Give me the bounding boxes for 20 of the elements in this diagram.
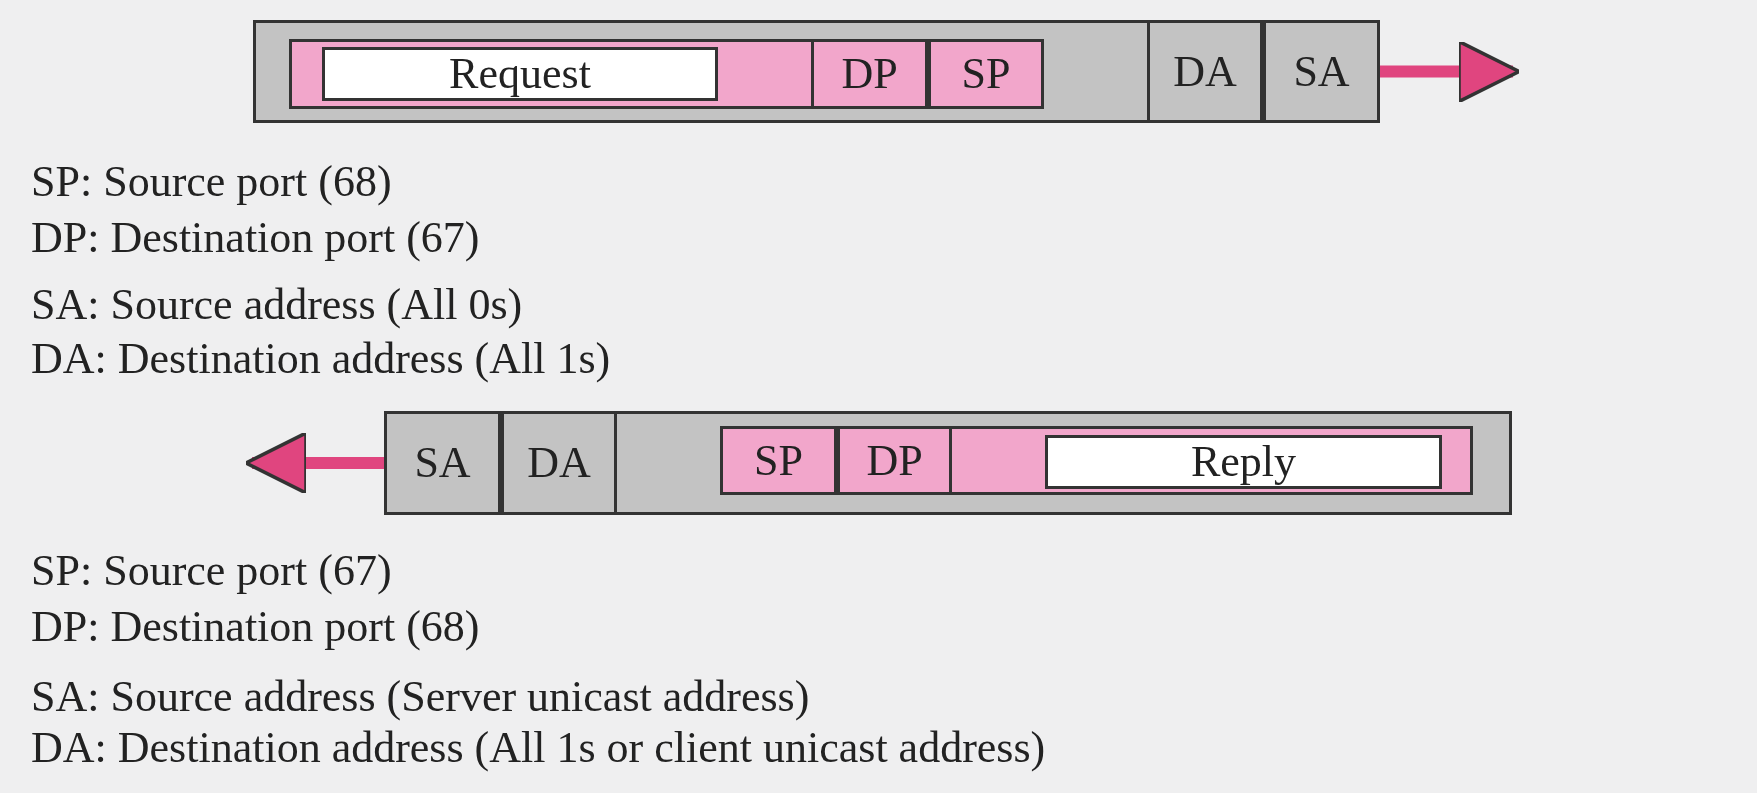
definition-note: SP: Source port (67)	[31, 549, 392, 593]
definition-note: SA: Source address (Server unicast address)	[31, 675, 810, 719]
arrow	[244, 431, 384, 495]
address-field: DA	[1147, 20, 1263, 123]
port-field: DP	[837, 426, 952, 495]
definition-note: DA: Destination address (All 1s)	[31, 337, 611, 381]
address-field: DA	[501, 411, 617, 515]
udp-segment	[289, 39, 1044, 109]
definition-note: SA: Source address (All 0s)	[31, 283, 523, 327]
definition-note: SP: Source port (68)	[31, 160, 392, 204]
packet-frame	[253, 20, 1380, 123]
message-field: Reply	[1045, 435, 1442, 489]
message-field: Request	[322, 47, 718, 101]
arrow	[1380, 39, 1521, 104]
definition-note: DA: Destination address (All 1s or client unicast address)	[31, 726, 1046, 770]
packet-frame	[384, 411, 1512, 515]
port-field: DP	[811, 39, 928, 109]
definition-note: DP: Destination port (67)	[31, 216, 480, 260]
udp-segment	[720, 426, 1473, 495]
definition-note: DP: Destination port (68)	[31, 605, 480, 649]
